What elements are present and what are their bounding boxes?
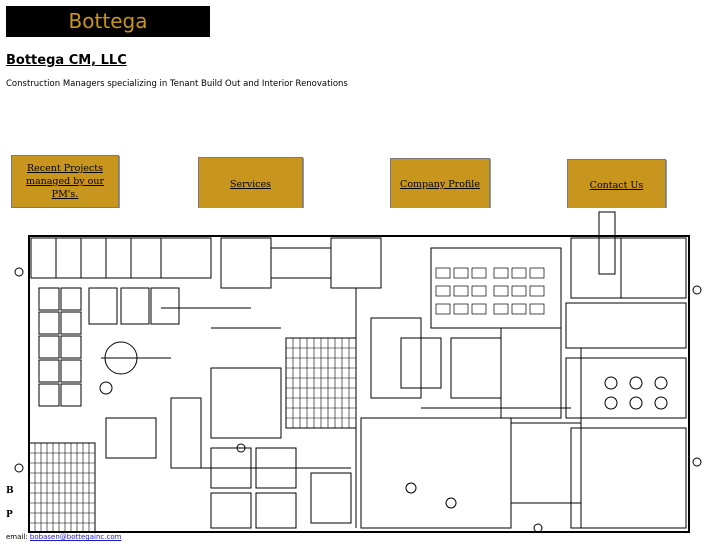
nav-company-profile-label: Company Profile [400,179,480,190]
logo-text: Bottega [68,9,148,33]
email-link[interactable]: bobasen@bottegainc.com [29,533,122,541]
nav-services-button[interactable]: Services [198,157,303,211]
company-name: Bottega CM, LLC [6,53,127,68]
email-label: email: [6,533,28,541]
nav-services-label: Services [230,178,271,190]
footer-letter-b: B [6,486,14,496]
nav-contact-us-label: Contact Us [589,180,644,191]
logo: Bottega [6,6,210,37]
tagline: Construction Managers specializing in Te… [6,79,348,89]
nav-recent-projects-label: Recent Projects managed by our PM's. [25,163,105,200]
floor-plan-drawing [14,211,702,533]
footer-email: email: bobasen@bottegainc.com [6,533,121,541]
floor-plan-image [11,208,709,538]
nav-company-profile-button[interactable]: Company Profile [390,158,490,211]
nav-contact-us-button[interactable]: Contact Us [567,159,666,212]
nav-recent-projects-button[interactable]: Recent Projects managed by our PM's. [11,155,119,208]
footer-letter-p: P [6,510,13,520]
